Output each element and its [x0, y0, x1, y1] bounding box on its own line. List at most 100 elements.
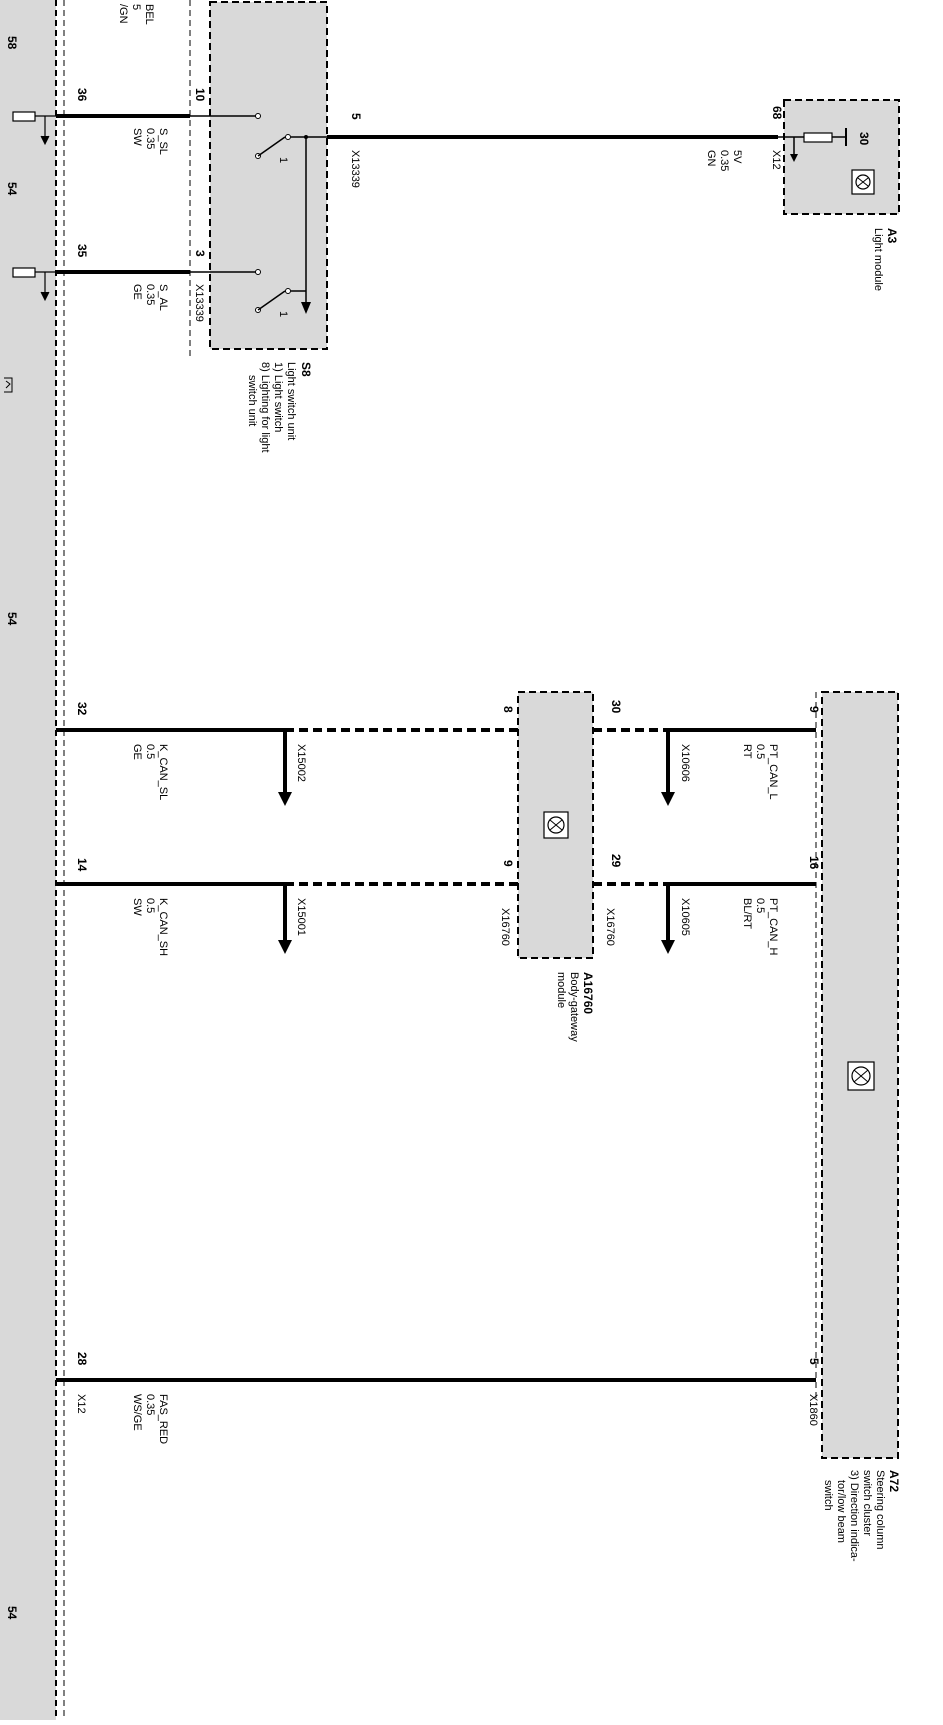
- a72-module-box: [821, 691, 899, 1459]
- pin-number: 28: [75, 1352, 89, 1366]
- s8-id: S8: [299, 362, 313, 377]
- s8-desc-line: Light switch unit: [285, 362, 297, 440]
- a72-id: A72: [887, 1470, 901, 1492]
- pin-number: 8: [501, 706, 515, 713]
- ecu-symbol-icon: [851, 169, 875, 195]
- wire-size-label: 0.35: [144, 284, 156, 305]
- s8-desc-line: 1) Light switch: [272, 362, 284, 432]
- wire-signal-label: FAS_RED: [157, 1394, 169, 1444]
- splice-label: X15002: [295, 744, 307, 782]
- s8-light-switch-unit: 1 1 S8 Light switch unit 1) Light switch…: [190, 1, 328, 453]
- pin-number: 30: [609, 700, 623, 714]
- gateway-connector-left: X16760: [499, 908, 511, 946]
- pin-number: 68: [770, 106, 784, 120]
- connector-label: X13339: [349, 150, 361, 188]
- ecu-symbol-icon: [847, 1061, 875, 1091]
- wire-signal-label: K_CAN_SL: [157, 744, 169, 800]
- gateway-connector-right: X16760: [604, 908, 616, 946]
- body-gateway-module: X16760 X16760 A16760 Body-gateway module: [499, 691, 616, 1042]
- wire-signal-label: PT_CAN_L: [767, 744, 779, 800]
- a72-desc-line: Steering column: [874, 1470, 886, 1550]
- ecu-symbol-icon: [543, 811, 569, 839]
- wire-color-label: GE: [131, 744, 143, 760]
- wire-signal-label: PT_CAN_H: [767, 898, 779, 956]
- pin-number: 5: [807, 1358, 821, 1365]
- a3-light-module: 30 A3 Light module: [778, 99, 900, 291]
- wire-pt-can-l: 30 9 PT_CAN_L 0.5 RT X10606: [593, 700, 821, 806]
- wire-size-label: 0.35: [144, 1394, 156, 1415]
- wire-size-label: 0.35: [718, 150, 730, 171]
- wire-k-can-sl: 32 8 K_CAN_SL 0.5 GE X15002: [56, 702, 518, 806]
- a72-desc-line: 3) Direction indica-: [848, 1470, 860, 1562]
- section-number: 58: [5, 36, 19, 50]
- a72-desc-line: switch: [822, 1480, 834, 1511]
- wire-size-label: 0.5: [144, 744, 156, 759]
- wire-pt-can-h: 29 16 PT_CAN_H 0.5 BL/RT X10605: [593, 854, 821, 956]
- connector-label: X12: [770, 150, 782, 170]
- splice-label: X10605: [679, 898, 691, 936]
- splice-label: X15001: [295, 898, 307, 936]
- section-number: 54: [5, 1606, 19, 1620]
- gateway-id: A16760: [581, 972, 595, 1014]
- connector-label: X13339: [193, 284, 205, 322]
- pin-number: 35: [75, 244, 89, 258]
- wire-k-can-sh: 14 9 K_CAN_SH 0.5 SW X15001: [56, 858, 518, 956]
- input-resistor-icon: [12, 111, 56, 146]
- a72-desc-line: switch cluster: [861, 1470, 873, 1536]
- wire-size-label: 0.5: [754, 744, 766, 759]
- pin-number: 10: [193, 88, 207, 102]
- a3-pin-30: 30: [857, 132, 871, 146]
- pin-number: 14: [75, 858, 89, 872]
- a3-name: Light module: [872, 228, 884, 291]
- pin-number: 5: [349, 113, 363, 120]
- input-resistor-icon: [12, 267, 56, 302]
- wire-signal-label: S_SL: [157, 128, 169, 155]
- wire-color-label: SW: [131, 898, 143, 916]
- wire-signal-label: S_AL: [157, 284, 169, 311]
- wire-color-label: GE: [131, 284, 143, 300]
- top-size-label: 5: [130, 4, 142, 10]
- pin-number: 16: [807, 856, 821, 870]
- section-number: 54: [5, 182, 19, 196]
- left-module-fill: [0, 0, 56, 1720]
- gateway-desc-line: Body-gateway: [568, 972, 580, 1042]
- connector-label: X12: [75, 1394, 87, 1414]
- wire-color-label: BL/RT: [741, 898, 753, 929]
- wire-size-label: 0.5: [144, 898, 156, 913]
- splice-label: X10606: [679, 744, 691, 782]
- wire-s-al: 35 3 S_AL 0.35 GE X13339: [56, 244, 207, 322]
- s8-desc-line: 8) Lighting for light: [259, 362, 271, 453]
- wire-color-label: RT: [741, 744, 753, 759]
- a72-desc-line: tor/low beam: [835, 1480, 847, 1543]
- pin-number: 9: [501, 860, 515, 867]
- pin-number: 3: [193, 250, 207, 257]
- pin-number: 9: [807, 706, 821, 713]
- a3-module-box: [783, 99, 900, 215]
- s8-desc-line: switch unit: [246, 375, 258, 426]
- switch-number: 1: [277, 311, 289, 317]
- wire-color-label: SW: [131, 128, 143, 146]
- left-control-unit: 58 54 54 54: [0, 0, 65, 1720]
- s8-module-box: [209, 1, 328, 350]
- connector-label: X1860: [807, 1394, 819, 1426]
- a72-steering-column-switch: A72 Steering column switch cluster 3) Di…: [815, 691, 901, 1562]
- section-number: 54: [5, 612, 19, 626]
- gateway-desc-line: module: [555, 972, 567, 1008]
- wire-5v: 5 X13339 68 X12 5V 0.35 GN: [327, 106, 784, 188]
- top-signal-label: BEL: [143, 4, 155, 25]
- pin-number: 29: [609, 854, 623, 868]
- pin-number: 32: [75, 702, 89, 716]
- wire-signal-label: K_CAN_SH: [157, 898, 169, 956]
- pin-number: 36: [75, 88, 89, 102]
- wire-size-label: 0.35: [144, 128, 156, 149]
- wire-color-label: GN: [705, 150, 717, 167]
- top-color-label: /GN: [117, 4, 129, 24]
- wire-color-label: WS/GE: [131, 1394, 143, 1431]
- wire-s-sl: 36 10 S_SL 0.35 SW: [56, 88, 207, 155]
- wire-fas-red: 28 X12 5 X1860 FAS_RED 0.35 WS/GE: [56, 1352, 821, 1444]
- a3-id: A3: [885, 228, 899, 244]
- switch-number: 1: [277, 157, 289, 163]
- wire-signal-label: 5V: [731, 150, 743, 164]
